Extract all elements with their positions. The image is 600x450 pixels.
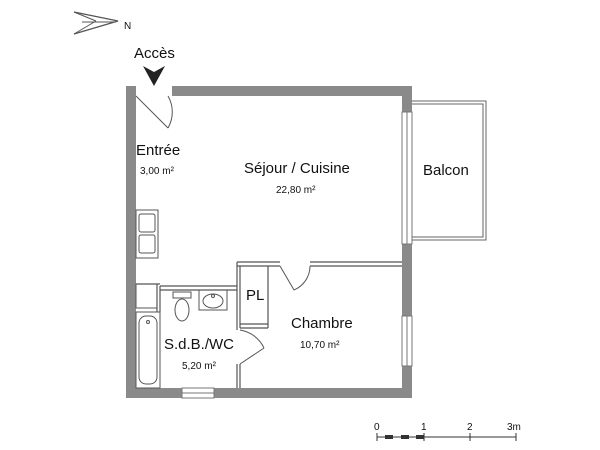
window-chambre [401,315,413,367]
entry-door [135,95,173,129]
scale-tick-1: 1 [421,422,427,433]
entree-name: Entrée [136,142,180,159]
scale-tick-2: 2 [467,422,473,433]
access-label: Accès [134,45,175,62]
toilet [172,291,192,322]
chambre-area: 10,70 m² [300,340,340,351]
appliance [135,283,158,309]
sejour-area: 22,80 m² [276,185,316,196]
placard-name: PL [246,287,264,304]
balcon-name: Balcon [423,162,469,179]
north-arrow-icon: N [73,11,131,35]
chambre-name: Chambre [291,315,353,332]
entree-area: 3,00 m² [140,166,175,177]
window-sejour [401,111,413,245]
walls [126,86,412,398]
scale-tick-3: 3m [507,422,521,433]
scale-bar: 0 1 2 3m [374,422,521,441]
north-label: N [124,21,131,32]
access-arrow-icon [143,66,165,86]
interior-walls [136,261,402,388]
washbasin [198,289,228,311]
window-sdb [181,387,215,399]
kitchen-sink [135,209,159,259]
sdb-area: 5,20 m² [182,361,217,372]
chambre-door [279,265,311,291]
sdb-door [239,329,265,365]
balcony-outline [412,100,487,241]
bathtub [135,311,161,389]
sdb-name: S.d.B./WC [164,336,234,353]
sejour-name: Séjour / Cuisine [244,160,350,177]
scale-tick-0: 0 [374,422,380,433]
